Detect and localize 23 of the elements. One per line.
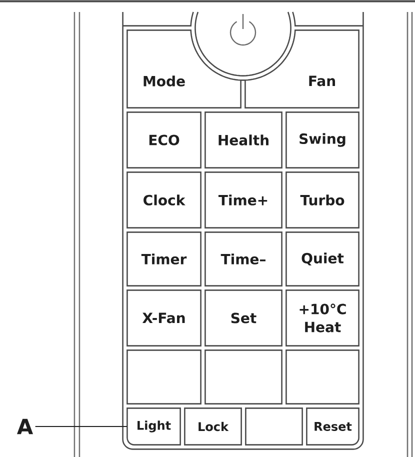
callout-letter: A <box>16 418 34 434</box>
key-button: Mode <box>126 30 242 108</box>
blank-button <box>245 408 303 446</box>
key-button: Light <box>126 408 181 446</box>
key-button: Fan <box>244 30 360 108</box>
blank-button <box>286 350 360 404</box>
key-button: X-Fan <box>126 290 202 346</box>
key-button: Time– <box>204 232 282 286</box>
key-button: Turbo <box>286 172 360 228</box>
key-button: Clock <box>126 172 202 228</box>
key-button: Health <box>204 112 282 168</box>
key-button: Swing <box>286 112 360 168</box>
key-button: Timer <box>126 232 202 286</box>
key-button: Reset <box>306 408 360 446</box>
blank-button <box>204 350 282 404</box>
key-button: Set <box>204 290 282 346</box>
key-button: Lock <box>184 408 242 446</box>
leader-line <box>34 426 128 427</box>
key-button: ECO <box>126 112 202 168</box>
key-button: +10°C Heat <box>286 290 360 346</box>
blank-button <box>126 350 202 404</box>
key-button: Time+ <box>204 172 282 228</box>
key-button: Quiet <box>286 232 360 286</box>
